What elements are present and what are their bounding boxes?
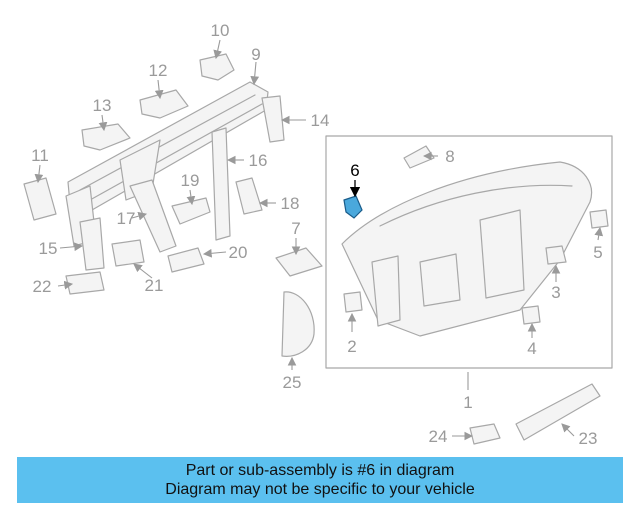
callout-25: 25 bbox=[283, 373, 302, 392]
callout-11: 11 bbox=[31, 146, 49, 165]
bracket-12 bbox=[139, 89, 189, 119]
callout-4: 4 bbox=[527, 339, 536, 358]
bracket-13 bbox=[81, 123, 131, 151]
instrument-panel-frame bbox=[325, 135, 613, 369]
callout-21: 21 bbox=[145, 276, 164, 295]
bracket-19 bbox=[171, 197, 211, 225]
callout-14: 14 bbox=[311, 111, 330, 130]
banner-line-2: Diagram may not be specific to your vehi… bbox=[165, 481, 475, 498]
bracket-18 bbox=[235, 177, 263, 215]
callout-24: 24 bbox=[429, 427, 448, 446]
callout-1: 1 bbox=[463, 393, 472, 412]
callout-13: 13 bbox=[93, 96, 112, 115]
callout-18: 18 bbox=[281, 194, 300, 213]
callout-19: 19 bbox=[181, 171, 200, 190]
callout-6: 6 bbox=[350, 161, 359, 180]
callout-17: 17 bbox=[117, 209, 136, 228]
bracket-15 bbox=[79, 217, 105, 271]
bracket-8 bbox=[403, 145, 435, 169]
callout-8: 8 bbox=[445, 147, 454, 166]
callout-22: 22 bbox=[33, 277, 52, 296]
callout-12: 12 bbox=[149, 61, 168, 80]
leader-lines bbox=[34, 39, 604, 441]
clip-3 bbox=[545, 245, 567, 265]
bracket-14 bbox=[261, 95, 285, 143]
callout-7: 7 bbox=[291, 219, 300, 238]
brace-17 bbox=[129, 179, 177, 253]
callout-20: 20 bbox=[229, 243, 248, 262]
callout-10: 10 bbox=[211, 21, 230, 40]
glove-box-25 bbox=[281, 291, 315, 357]
clip-4 bbox=[521, 305, 541, 325]
bracket-21 bbox=[111, 239, 145, 267]
callout-5: 5 bbox=[593, 243, 602, 262]
brace-16 bbox=[211, 127, 231, 241]
strap-24 bbox=[469, 423, 501, 445]
clip-5 bbox=[589, 209, 609, 229]
callout-23: 23 bbox=[579, 429, 598, 448]
banner-line-1: Part or sub-assembly is #6 in diagram bbox=[185, 462, 455, 479]
clip-2 bbox=[343, 291, 363, 313]
bracket-10 bbox=[199, 53, 235, 81]
callout-2: 2 bbox=[347, 337, 356, 356]
bracket-11 bbox=[23, 177, 57, 221]
callout-9: 9 bbox=[251, 45, 260, 64]
callout-labels: 1 2 3 4 5 6 7 8 9 10 11 12 13 14 15 16 1… bbox=[31, 21, 603, 448]
brace-23 bbox=[515, 383, 601, 441]
part-6-highlighted bbox=[343, 180, 363, 219]
callout-3: 3 bbox=[551, 283, 560, 302]
bracket-20 bbox=[167, 247, 205, 273]
instrument-panel-1 bbox=[341, 161, 592, 337]
bracket-22 bbox=[65, 271, 105, 295]
callout-15: 15 bbox=[39, 239, 58, 258]
info-banner: Part or sub-assembly is #6 in diagram Di… bbox=[17, 457, 623, 503]
callout-16: 16 bbox=[249, 151, 268, 170]
bracket-7 bbox=[275, 247, 323, 277]
